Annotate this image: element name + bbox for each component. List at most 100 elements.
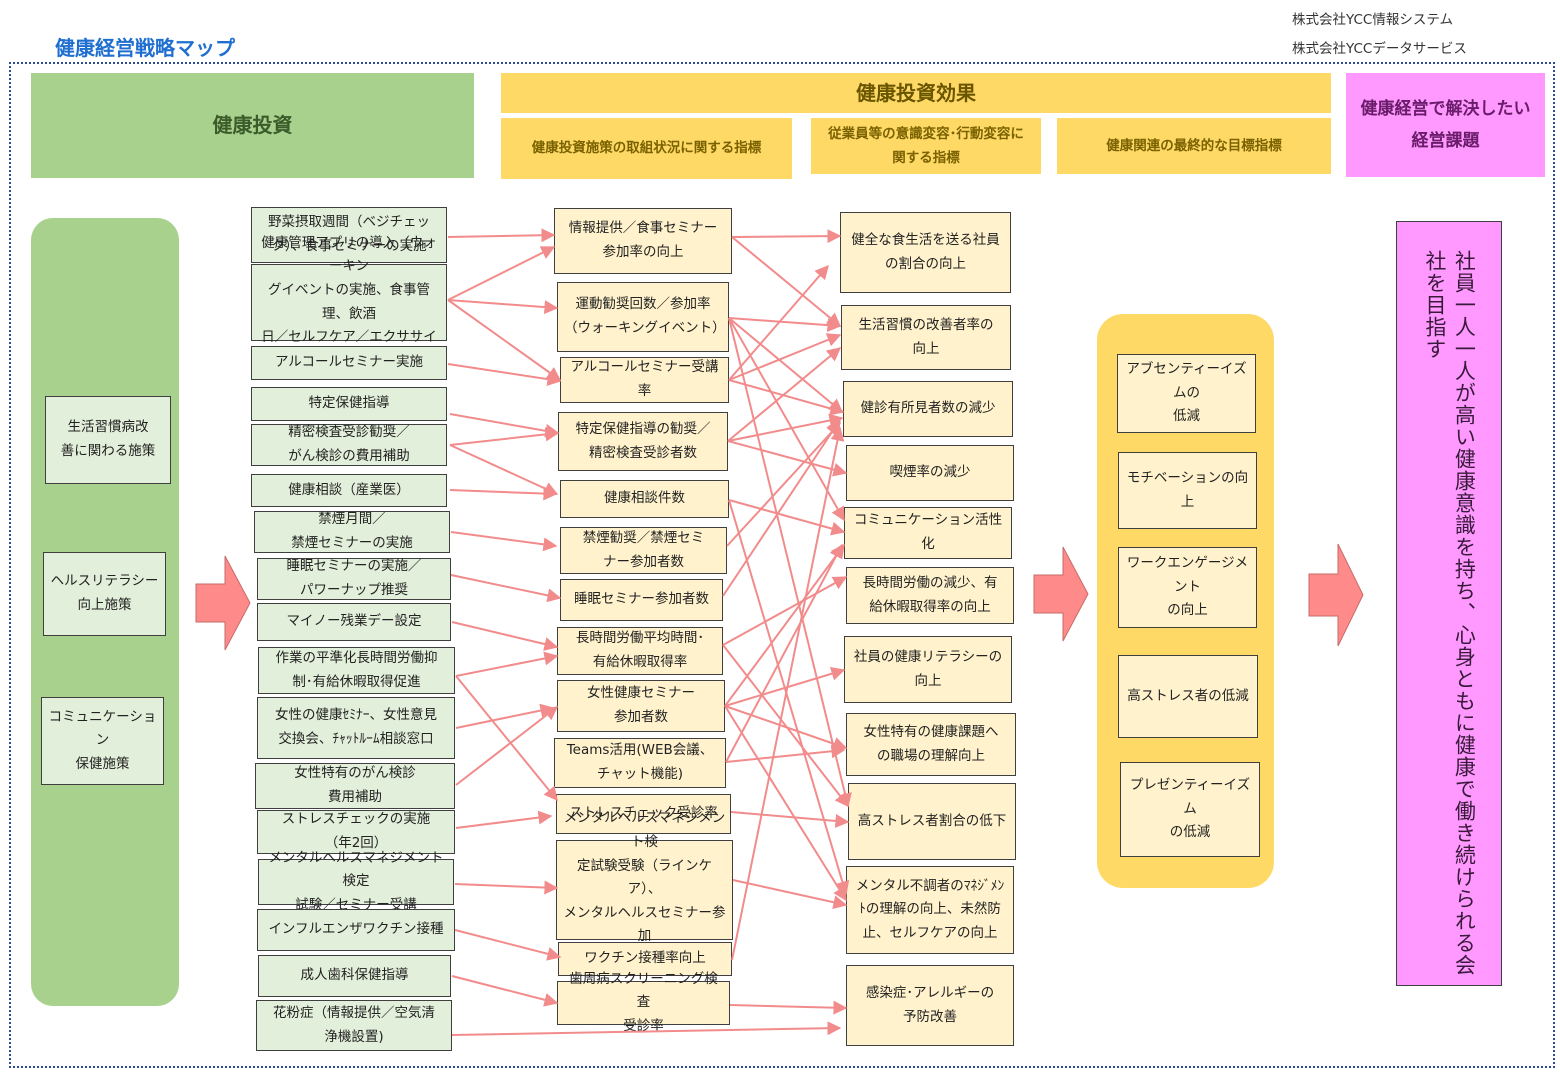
behavior-box-9: 高ストレス者割合の低下 xyxy=(848,783,1016,860)
connector-arrow xyxy=(727,440,848,477)
connector-arrow xyxy=(724,705,848,751)
indicator-text: ワクチン接種率向上 xyxy=(584,950,706,967)
measure-box-2: 健康管理アプリの導入（ウォーキングイベントの実施、食事管理、飲酒日／セルフケア／… xyxy=(251,235,447,369)
indicator-box-5: 健康相談件数 xyxy=(560,480,729,518)
indicator-text: ストレスチェック受診率 xyxy=(569,805,718,822)
indicator-text: メンタルヘルスセミナー参加 xyxy=(563,904,726,945)
indicator-box-7: 睡眠セミナー参加者数 xyxy=(560,579,723,621)
behavior-text: メンタル不調者のﾏﾈｼﾞﾒﾝ xyxy=(855,877,1005,894)
measure-box-12: 女性特有のがん検診費用補助 xyxy=(255,763,455,809)
indicator-box-13: ワクチン接種率向上 xyxy=(558,942,732,976)
connector-arrow xyxy=(449,444,559,496)
connector-arrow xyxy=(731,236,842,327)
behavior-text: 向上 xyxy=(912,340,940,357)
behavior-box-10: メンタル不調者のﾏﾈｼﾞﾒﾝﾄの理解の向上、未然防止、セルフケアの向上 xyxy=(846,866,1014,954)
company-name-1: 株式会社YCC情報システム xyxy=(1292,12,1453,28)
connector-arrow xyxy=(450,531,558,552)
measure-box-4: 特定保健指導 xyxy=(251,387,447,421)
category-box-1: 生活習慣病改善に関わる施策 xyxy=(45,396,171,484)
connector-arrow xyxy=(728,379,845,416)
indicator-text: 情報提供／食事セミナー xyxy=(568,220,718,237)
measure-box-8: 睡眠セミナーの実施／パワーナップ推奨 xyxy=(257,558,451,600)
effect-sub-header-2: 従業員等の意識変容･行動変容に 関する指標 xyxy=(811,118,1041,174)
flow-arrow-2 xyxy=(1033,546,1089,642)
connector-arrow xyxy=(726,421,841,547)
indicator-text: （ウォーキングイベント） xyxy=(564,320,726,336)
measure-text: 女性特有のがん検診 xyxy=(294,765,416,782)
category-text: 善に関わる施策 xyxy=(60,443,156,459)
behavior-box-1: 健全な食生活を送る社員の割合の向上 xyxy=(840,212,1011,293)
behavior-text: 健全な食生活を送る社員 xyxy=(851,231,1000,248)
indicator-text: メンタルヘルスマネジメント検 xyxy=(563,810,726,850)
connector-arrow xyxy=(724,543,845,707)
category-text: 保健施策 xyxy=(75,755,130,772)
connector-arrow xyxy=(447,228,556,243)
indicator-box-4: 特定保健指導の勧奨／精密検査受診者数 xyxy=(558,412,728,471)
behavior-text: 健診有所見者数の減少 xyxy=(860,400,996,417)
indicator-text: 運動勧奨回数／参加率 xyxy=(575,296,711,313)
connector-arrow xyxy=(447,363,562,387)
flow-arrow-3 xyxy=(1308,543,1364,647)
goal-box-5: プレゼンティーイズムの低減 xyxy=(1120,762,1260,857)
behavior-text: 長時間労働の減少、有 xyxy=(862,574,998,591)
connector-arrow xyxy=(729,1000,848,1015)
measure-box-10: 作業の平準化長時間労働抑制･有給休暇取得促進 xyxy=(258,647,455,694)
category-text: コミュニケーション xyxy=(48,708,157,749)
behavior-text: 給休暇取得率の向上 xyxy=(869,598,991,615)
indicator-text: 受診率 xyxy=(623,1017,664,1034)
connector-arrow xyxy=(722,418,841,597)
behavior-box-7: 社員の健康リテラシーの向上 xyxy=(844,636,1012,703)
measure-box-7: 禁煙月間／禁煙セミナーの実施 xyxy=(254,511,450,553)
connector-arrow xyxy=(728,317,842,333)
measure-box-15: インフルエンザワクチン接種 xyxy=(257,909,455,951)
connector-arrow xyxy=(728,264,829,381)
measure-box-1: 野菜摂取週間（ベジチェック）、食事セミナーの実施 xyxy=(251,207,447,263)
indicator-box-14: 歯周病スクリーニング検査受診率 xyxy=(557,971,730,1034)
connector-arrow xyxy=(722,576,848,646)
behavior-text: 社員の健康リテラシーの xyxy=(853,648,1003,665)
measure-text: 特定保健指導 xyxy=(308,395,390,412)
goal-box-1: アブセンティーイズムの低減 xyxy=(1117,354,1256,433)
measure-text: 女性の健康ｾﾐﾅｰ、女性意見 xyxy=(275,707,437,724)
category-text: ヘルスリテラシー xyxy=(50,573,159,590)
connector-arrow xyxy=(455,675,558,802)
connector-arrow xyxy=(450,574,562,603)
indicator-box-1: 情報提供／食事セミナー参加率の向上 xyxy=(554,208,732,274)
behavior-box-8: 女性特有の健康課題への職場の理解向上 xyxy=(846,713,1016,776)
behavior-text: 喫煙率の減少 xyxy=(889,464,971,481)
behavior-text: 感染症･アレルギーの xyxy=(865,984,995,1001)
connector-arrow xyxy=(728,317,852,808)
measure-text: 浄機設置) xyxy=(324,1028,384,1045)
behavior-text: 生活習慣の改善者率の xyxy=(858,316,994,333)
goal-text: アブセンティーイズムの xyxy=(1126,361,1247,401)
connector-arrow xyxy=(730,811,850,828)
connector-arrow xyxy=(724,705,847,902)
measure-text: 試験／セミナー受講 xyxy=(295,896,417,913)
indicator-box-2: 運動勧奨回数／参加率 （ウォーキングイベント） xyxy=(557,282,729,352)
indicator-text: 特定保健指導の勧奨／ xyxy=(575,420,711,437)
indicator-box-9: 女性健康セミナー参加者数 xyxy=(557,680,725,732)
behavior-box-11: 感染症･アレルギーの予防改善 xyxy=(846,965,1014,1046)
measure-text: ストレスチェックの実施 xyxy=(281,811,431,828)
effect-sub-header-2-line2: 関する指標 xyxy=(892,150,960,166)
measure-text: 睡眠セミナーの実施／ xyxy=(286,558,422,575)
connector-arrow xyxy=(449,486,558,501)
effect-sub-header-1: 健康投資施策の取組状況に関する指標 xyxy=(501,118,792,179)
connector-arrow xyxy=(455,703,555,729)
effect-sub-header-3: 健康関連の最終的な目標指標 xyxy=(1057,118,1331,174)
indicator-box-6: 禁煙勧奨／禁煙セミナー参加者数 xyxy=(560,527,727,574)
connector-arrow xyxy=(455,810,553,829)
connector-arrow xyxy=(447,299,562,381)
goal-text: ワークエンゲージメント xyxy=(1126,555,1249,595)
indicator-text: ナー参加者数 xyxy=(603,553,684,570)
measure-box-14: メンタルヘルスマネジメント検定試験／セミナー受講 xyxy=(258,850,454,913)
behavior-text: 高ストレス者割合の低下 xyxy=(857,812,1007,829)
indicator-text: 健康相談件数 xyxy=(604,490,685,507)
page-title: 健康経営戦略マップ xyxy=(55,36,235,60)
connector-arrow xyxy=(449,413,560,438)
connector-arrow xyxy=(731,229,842,244)
behavior-text: 女性特有の健康課題へ xyxy=(863,723,999,740)
measure-text: 健康管理アプリの導入（ウォーキン xyxy=(261,234,437,275)
indicator-text: チャット機能) xyxy=(596,766,684,782)
